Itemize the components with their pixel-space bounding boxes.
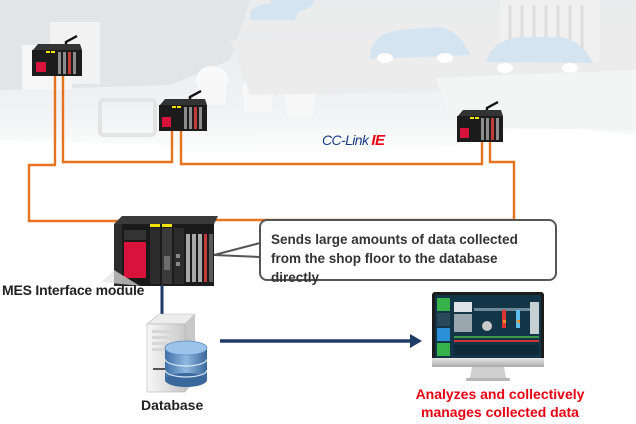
car-silhouettes	[250, 0, 593, 63]
cable-plc2-right	[179, 130, 484, 166]
callout-box: Sends large amounts of data collected fr…	[259, 219, 557, 285]
database-label: Database	[141, 397, 204, 413]
module-shadow	[102, 270, 140, 286]
monitor-icon	[432, 292, 544, 381]
factory-background	[0, 0, 636, 160]
logo-prefix: CC-Link	[322, 132, 369, 148]
monitor-caption-line-1: Analyzes and collectively	[415, 386, 585, 402]
monitor-caption-line-2: manages collected data	[421, 404, 579, 420]
mes-module-label: MES Interface module	[2, 282, 145, 298]
remote-plc-2	[159, 89, 207, 131]
remote-plc-3	[457, 100, 503, 142]
callout-line-1: Sends large amounts of data collected	[271, 232, 518, 247]
monitor-sidebar	[437, 298, 450, 356]
database-icon	[146, 313, 208, 393]
cable-plc1-right	[61, 72, 174, 164]
logo-suffix: IE	[371, 132, 385, 149]
callout-pointer	[213, 242, 261, 258]
monitor-caption: Analyzes and collectively manages collec…	[395, 385, 605, 421]
remote-plc-1	[32, 34, 82, 76]
mes-interface-module	[114, 216, 218, 286]
callout-line-2: from the shop floor to the database dire…	[271, 251, 498, 285]
arrow-database-to-monitor	[220, 334, 422, 348]
